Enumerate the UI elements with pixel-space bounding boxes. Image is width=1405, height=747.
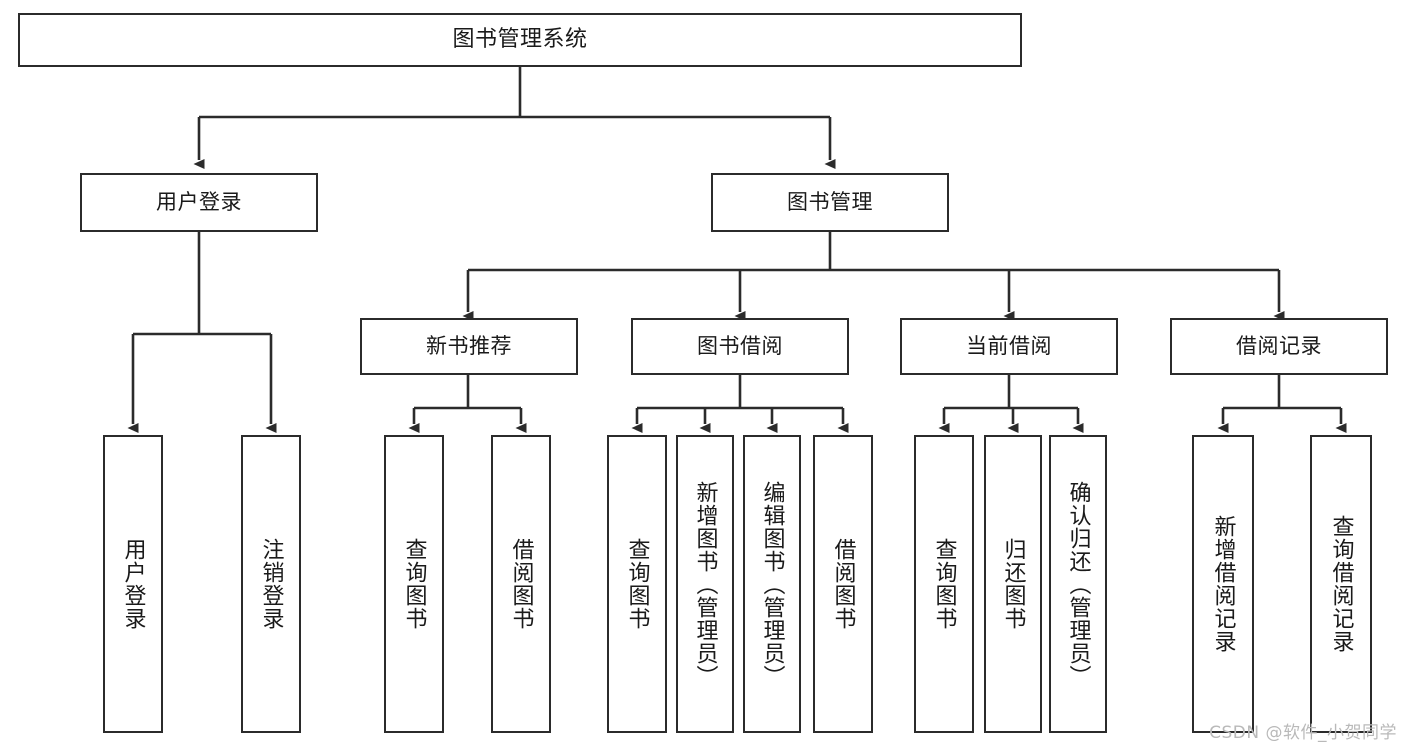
node-leaf-add-book[interactable]: 新增图书（管理员） [676,435,734,733]
node-leaf-borrow-book-2[interactable]: 借阅图书 [813,435,873,733]
node-leaf-logout-label: 注销登录 [258,538,284,630]
node-leaf-query-book-3[interactable]: 查询图书 [914,435,974,733]
node-new-book-rec-label: 新书推荐 [426,334,512,359]
node-leaf-borrow-book-1-label: 借阅图书 [508,538,534,630]
node-user-login-label: 用户登录 [156,190,242,215]
csdn-watermark: CSDN @软件_小贺同学 [1209,723,1397,743]
node-leaf-edit-book[interactable]: 编辑图书（管理员） [743,435,801,733]
node-new-book-rec[interactable]: 新书推荐 [360,318,578,375]
node-leaf-query-book-1[interactable]: 查询图书 [384,435,444,733]
node-root[interactable]: 图书管理系统 [18,13,1022,67]
node-leaf-confirm-return-label: 确认归还（管理员） [1065,480,1091,688]
node-leaf-edit-book-label: 编辑图书（管理员） [759,480,785,688]
node-leaf-add-book-label: 新增图书（管理员） [692,480,718,688]
node-user-login[interactable]: 用户登录 [80,173,318,232]
node-leaf-query-record-label: 查询借阅记录 [1328,515,1354,653]
node-current-borrow[interactable]: 当前借阅 [900,318,1118,375]
node-leaf-user-login-label: 用户登录 [120,538,146,630]
node-book-manage-label: 图书管理 [787,190,873,215]
node-leaf-query-book-2-label: 查询图书 [624,538,650,630]
node-current-borrow-label: 当前借阅 [966,334,1052,359]
node-leaf-confirm-return[interactable]: 确认归还（管理员） [1049,435,1107,733]
node-leaf-return-book-label: 归还图书 [1000,538,1026,630]
node-leaf-add-record[interactable]: 新增借阅记录 [1192,435,1254,733]
node-borrow-record-label: 借阅记录 [1236,334,1322,359]
node-leaf-add-record-label: 新增借阅记录 [1210,515,1236,653]
node-leaf-borrow-book-2-label: 借阅图书 [830,538,856,630]
node-borrow-record[interactable]: 借阅记录 [1170,318,1388,375]
node-leaf-logout[interactable]: 注销登录 [241,435,301,733]
node-leaf-query-record[interactable]: 查询借阅记录 [1310,435,1372,733]
node-leaf-query-book-1-label: 查询图书 [401,538,427,630]
node-leaf-user-login[interactable]: 用户登录 [103,435,163,733]
node-root-label: 图书管理系统 [452,27,588,53]
node-book-borrow-label: 图书借阅 [697,334,783,359]
node-leaf-query-book-2[interactable]: 查询图书 [607,435,667,733]
node-leaf-return-book[interactable]: 归还图书 [984,435,1042,733]
node-book-borrow[interactable]: 图书借阅 [631,318,849,375]
node-leaf-query-book-3-label: 查询图书 [931,538,957,630]
node-book-manage[interactable]: 图书管理 [711,173,949,232]
node-leaf-borrow-book-1[interactable]: 借阅图书 [491,435,551,733]
